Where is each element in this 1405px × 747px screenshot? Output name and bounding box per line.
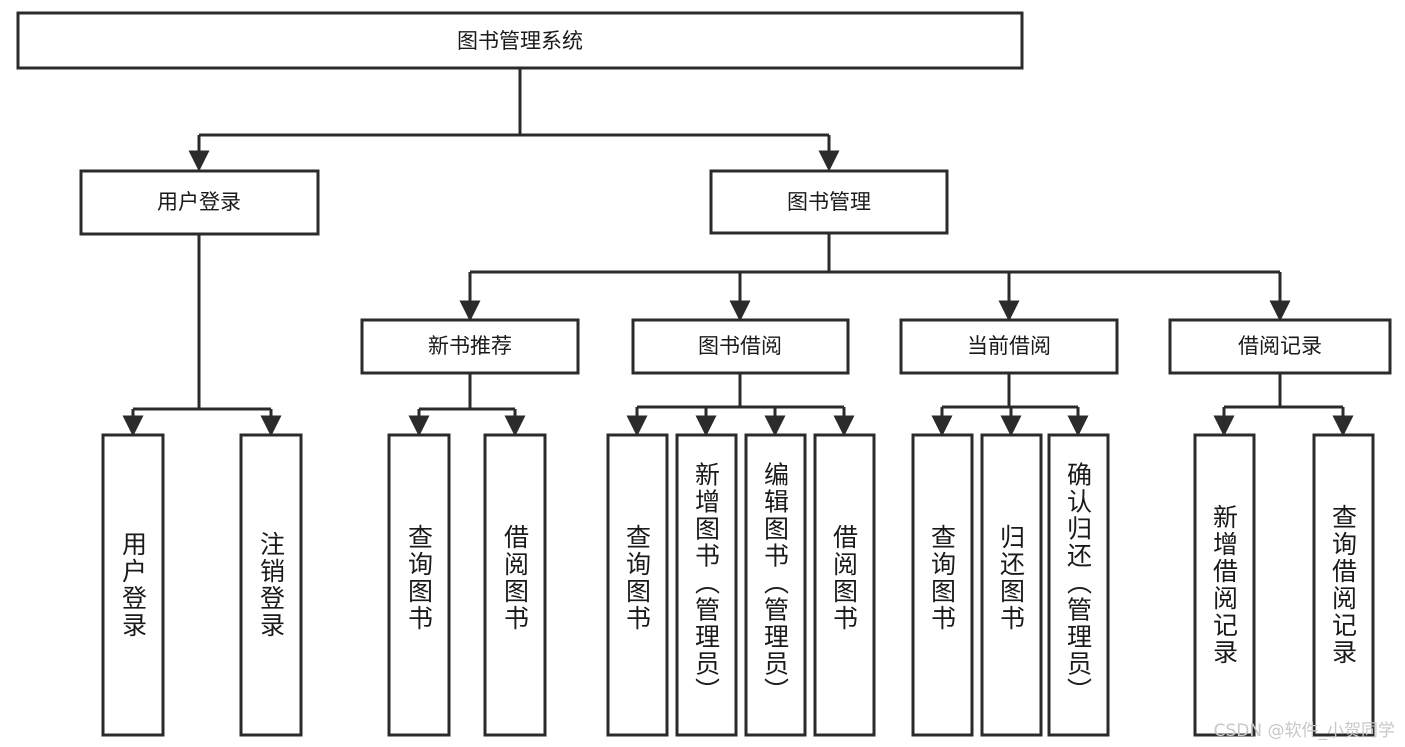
leaf-new-book-query[interactable]: 查询图书 — [387, 433, 451, 737]
node-user-login-label: 用户登录 — [157, 190, 241, 214]
leaf-book-borrow-query[interactable]: 查询图书 — [606, 433, 669, 737]
leaf-book-borrow-edit[interactable]: 编辑图书（管理员） — [744, 433, 807, 737]
leaf-borrow-record-query-box[interactable] — [1312, 433, 1375, 737]
leaf-book-borrow-borrow[interactable]: 借阅图书 — [813, 433, 876, 737]
node-root-box[interactable] — [16, 11, 1024, 70]
leaf-user-login-login-label: 用户登录 — [119, 531, 148, 639]
leaf-borrow-record-add-box[interactable] — [1193, 433, 1256, 737]
node-new-book-recommend-label: 新书推荐 — [428, 334, 512, 358]
leaf-current-borrow-confirm-label: 确认归还（管理员） — [1064, 462, 1093, 705]
leaf-borrow-record-query-label: 查询借阅记录 — [1329, 504, 1358, 666]
leaf-current-borrow-return-label: 归还图书 — [997, 524, 1026, 632]
node-borrow-record-box[interactable] — [1168, 318, 1392, 375]
leaf-current-borrow-confirm-box[interactable] — [1047, 433, 1110, 737]
node-new-book-recommend-box[interactable] — [360, 318, 580, 375]
leaf-book-borrow-edit-box[interactable] — [744, 433, 807, 737]
node-book-borrow[interactable]: 图书借阅 — [631, 318, 850, 375]
leaf-user-login-logout[interactable]: 注销登录 — [239, 433, 303, 737]
leaf-borrow-record-query[interactable]: 查询借阅记录 — [1312, 433, 1375, 737]
leaf-new-book-borrow-box[interactable] — [483, 433, 547, 737]
leaf-user-login-logout-box[interactable] — [239, 433, 303, 737]
leaf-book-borrow-query-box[interactable] — [606, 433, 669, 737]
node-book-manage-label: 图书管理 — [787, 190, 871, 214]
leaf-current-borrow-query-box[interactable] — [911, 433, 974, 737]
leaf-new-book-query-box[interactable] — [387, 433, 451, 737]
leaf-user-login-login[interactable]: 用户登录 — [101, 433, 165, 737]
leaf-user-login-login-box[interactable] — [101, 433, 165, 737]
csdn-watermark: CSDN @软件_小贺同学 — [1213, 721, 1395, 741]
leaf-user-login-logout-label: 注销登录 — [257, 531, 286, 639]
node-book-manage[interactable]: 图书管理 — [709, 169, 949, 235]
leaf-current-borrow-return[interactable]: 归还图书 — [980, 433, 1043, 737]
leaf-book-borrow-add-box[interactable] — [675, 433, 738, 737]
leaf-current-borrow-confirm[interactable]: 确认归还（管理员） — [1047, 433, 1110, 737]
node-book-manage-box[interactable] — [709, 169, 949, 235]
leaf-book-borrow-add-label: 新增图书（管理员） — [692, 462, 721, 705]
leaf-borrow-record-add-label: 新增借阅记录 — [1210, 504, 1239, 666]
node-book-borrow-box[interactable] — [631, 318, 850, 375]
leaf-current-borrow-query[interactable]: 查询图书 — [911, 433, 974, 737]
leaf-book-borrow-add[interactable]: 新增图书（管理员） — [675, 433, 738, 737]
leaf-current-borrow-return-box[interactable] — [980, 433, 1043, 737]
node-root[interactable]: 图书管理系统 — [16, 11, 1024, 70]
node-current-borrow-label: 当前借阅 — [967, 334, 1051, 358]
node-current-borrow[interactable]: 当前借阅 — [899, 318, 1119, 375]
node-book-borrow-label: 图书借阅 — [698, 334, 782, 358]
leaf-book-borrow-edit-label: 编辑图书（管理员） — [761, 462, 790, 705]
leaf-current-borrow-query-label: 查询图书 — [928, 524, 957, 632]
node-root-label: 图书管理系统 — [457, 29, 583, 53]
leaf-new-book-borrow-label: 借阅图书 — [501, 524, 530, 632]
leaf-new-book-borrow[interactable]: 借阅图书 — [483, 433, 547, 737]
leaf-book-borrow-query-label: 查询图书 — [623, 524, 652, 632]
node-new-book-recommend[interactable]: 新书推荐 — [360, 318, 580, 375]
node-current-borrow-box[interactable] — [899, 318, 1119, 375]
leaf-book-borrow-borrow-label: 借阅图书 — [830, 524, 859, 632]
leaf-borrow-record-add[interactable]: 新增借阅记录 — [1193, 433, 1256, 737]
node-borrow-record-label: 借阅记录 — [1238, 334, 1322, 358]
leaf-book-borrow-borrow-box[interactable] — [813, 433, 876, 737]
node-user-login[interactable]: 用户登录 — [79, 169, 320, 236]
node-borrow-record[interactable]: 借阅记录 — [1168, 318, 1392, 375]
leaf-new-book-query-label: 查询图书 — [405, 524, 434, 632]
